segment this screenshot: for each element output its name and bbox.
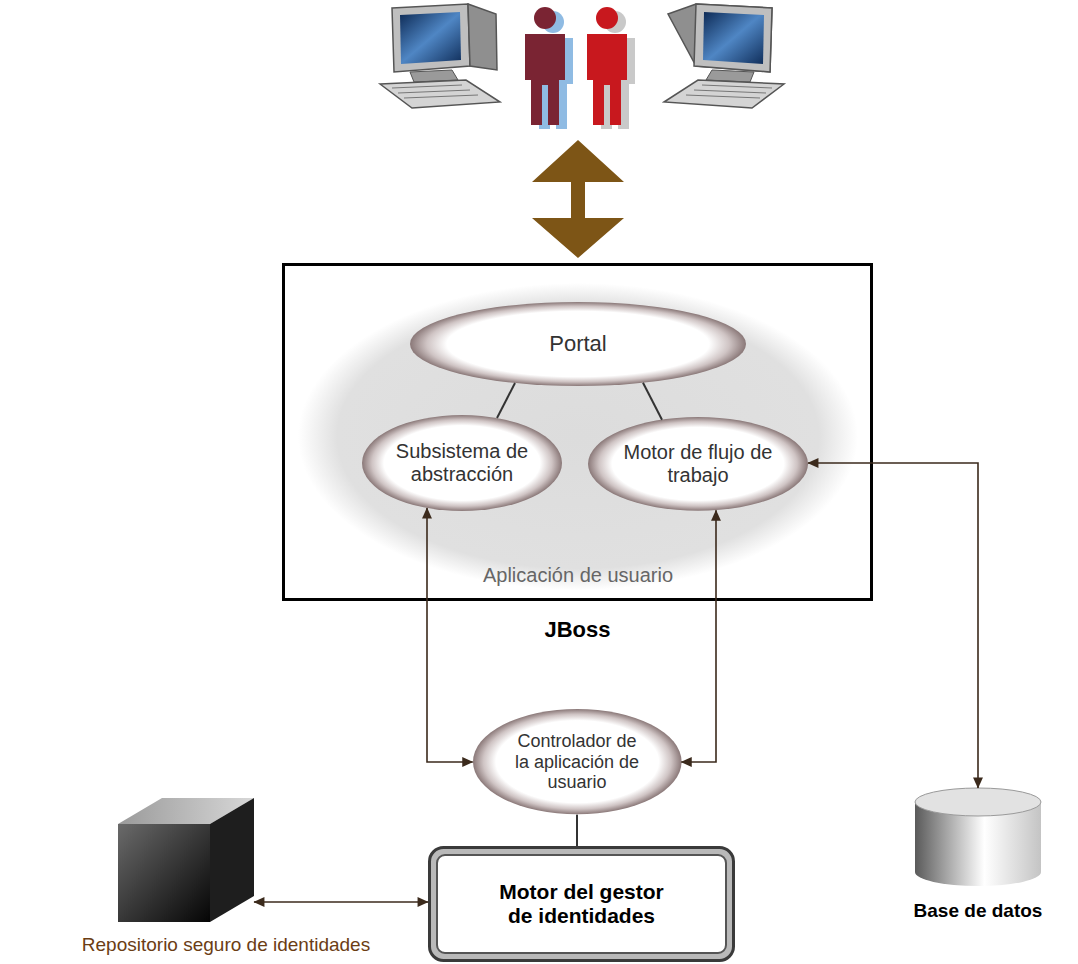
application-ellipse: Aplicación de usuario PortalSubsistema de… bbox=[298, 283, 858, 590]
grey-ellipse bbox=[298, 283, 858, 590]
cylinder-top bbox=[915, 788, 1041, 816]
double-arrow bbox=[532, 140, 624, 258]
frame-border bbox=[284, 265, 872, 600]
database-cylinder: Base de datos bbox=[915, 788, 1041, 886]
application-ellipse-outline bbox=[298, 283, 858, 590]
portal-ellipse: Portal bbox=[410, 302, 746, 386]
node-label: Motor del gestor de identidades bbox=[487, 880, 677, 928]
identity-vault-outline bbox=[118, 798, 254, 922]
workflow-ellipse: Motor de flujo de trabajo bbox=[588, 417, 808, 511]
node-label: Motor de flujo de trabajo bbox=[623, 441, 773, 487]
cube-side bbox=[210, 798, 254, 922]
identity-vault: Repositorio seguro de identidades bbox=[118, 798, 254, 922]
shaded-ellipse bbox=[588, 417, 808, 511]
engine-box: Motor del gestor de identidades bbox=[428, 846, 735, 962]
server-frame: JBossAplicación de usuarioPortalSubsiste… bbox=[282, 263, 873, 601]
outer-frame bbox=[430, 848, 734, 961]
node-label: JBoss bbox=[544, 617, 610, 642]
shaded-ellipse bbox=[410, 302, 746, 386]
server-frame-outline bbox=[282, 263, 873, 601]
inner-frame bbox=[437, 855, 726, 953]
node-label: Portal bbox=[478, 331, 678, 356]
driver-ellipse: Controlador de la aplicación de usuario bbox=[473, 709, 682, 814]
abstraction-ellipse: Subsistema de abstracción bbox=[362, 415, 562, 511]
computer-left bbox=[380, 4, 500, 108]
shaded-ellipse bbox=[473, 709, 682, 814]
person-left bbox=[525, 7, 573, 129]
node-label: Aplicación de usuario bbox=[483, 564, 673, 587]
cube-front bbox=[118, 824, 210, 922]
node-label: Repositorio seguro de identidades bbox=[82, 934, 370, 956]
node-label: Base de datos bbox=[914, 900, 1043, 922]
shaded-ellipse bbox=[362, 415, 562, 511]
database-cylinder-outline bbox=[915, 788, 1041, 886]
person-right bbox=[587, 7, 635, 129]
connector bbox=[808, 463, 978, 788]
computer-right bbox=[664, 4, 784, 108]
connector bbox=[576, 815, 578, 846]
node-label: Controlador de la aplicación de usuario bbox=[509, 731, 644, 793]
node-label: Subsistema de abstracción bbox=[387, 440, 537, 486]
connector bbox=[254, 901, 428, 903]
